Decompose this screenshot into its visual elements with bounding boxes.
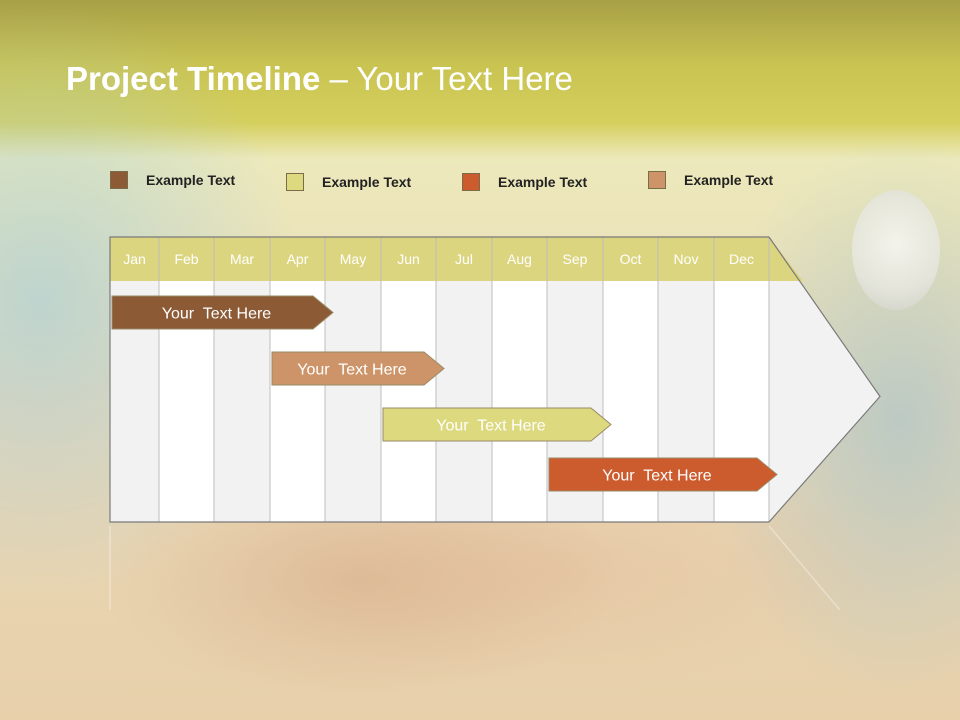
- title-rest: – Your Text Here: [320, 60, 573, 97]
- month-column: [325, 281, 381, 522]
- legend-item-1: Example Text: [110, 170, 235, 190]
- task-label: Your Text Here: [602, 468, 712, 485]
- month-label: Sep: [563, 251, 588, 267]
- month-label: Aug: [507, 251, 532, 267]
- month-label: Apr: [287, 251, 309, 267]
- legend-item-3: Example Text: [462, 172, 587, 192]
- legend-swatch: [462, 173, 480, 191]
- month-label: Jul: [455, 251, 473, 267]
- timeline-arrow-tip: [768, 236, 881, 523]
- chart-reflection: [109, 525, 841, 611]
- month-header-band: [110, 237, 803, 281]
- timeline-outline: [109, 236, 769, 523]
- slide-title: Project Timeline – Your Text Here: [66, 60, 573, 98]
- task-bar: [382, 407, 612, 442]
- task-bar: [111, 295, 334, 330]
- month-label: May: [340, 251, 366, 267]
- month-column: [492, 281, 547, 522]
- reflection-line: [768, 525, 841, 611]
- month-label: Jun: [397, 251, 420, 267]
- legend-label: Example Text: [322, 174, 412, 190]
- legend-item-4: Example Text: [648, 170, 773, 190]
- month-label: Oct: [620, 251, 642, 267]
- task-bar: [548, 457, 778, 492]
- legend-swatch: [286, 173, 304, 191]
- month-column: [436, 281, 492, 522]
- task-label: Your Text Here: [436, 418, 546, 435]
- month-label: Feb: [174, 251, 198, 267]
- legend-label: Example Text: [684, 172, 774, 188]
- month-label: Mar: [230, 251, 254, 267]
- month-label: Nov: [674, 251, 699, 267]
- legend-swatch: [648, 171, 666, 189]
- legend-label: Example Text: [146, 172, 236, 188]
- stethoscope-image: [852, 190, 940, 310]
- legend-item-2: Example Text: [286, 172, 411, 192]
- task-label: Your Text Here: [162, 306, 272, 323]
- title-bold: Project Timeline: [66, 60, 321, 97]
- task-bar: [271, 351, 445, 386]
- task-label: Your Text Here: [297, 362, 407, 379]
- legend-label: Example Text: [498, 174, 588, 190]
- legend-swatch: [110, 171, 128, 189]
- month-column: [381, 281, 436, 522]
- month-label: Dec: [729, 251, 754, 267]
- month-label: Jan: [123, 251, 146, 267]
